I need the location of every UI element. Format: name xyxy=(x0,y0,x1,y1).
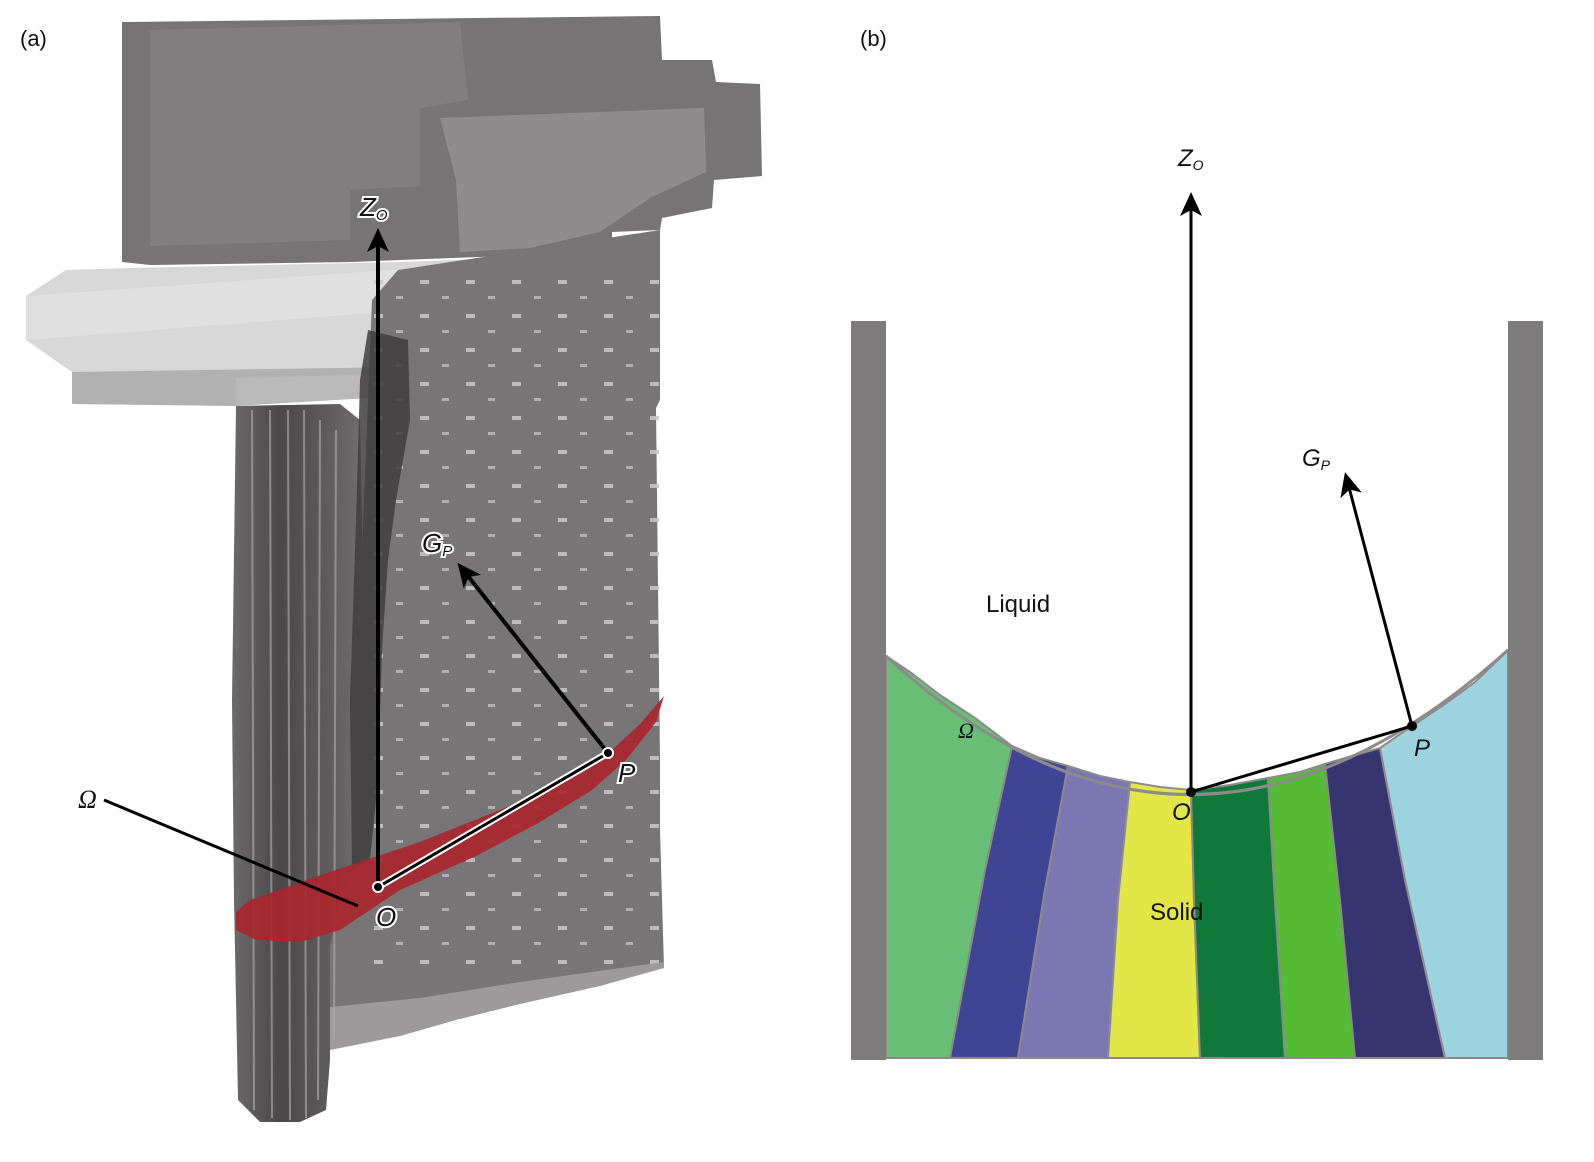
casting-3d-model xyxy=(26,16,762,1122)
a-gp-vector xyxy=(457,562,610,755)
casting-interface-surface xyxy=(236,696,664,942)
panel-a: (a) xyxy=(20,16,762,1122)
casting-shaft-stripes xyxy=(251,409,337,1121)
panel-a-annotations: ZO GP P O Ω xyxy=(78,190,638,934)
panel-b: (b) ZO GP P O Ω Liquid Solid xyxy=(851,26,1543,1060)
a-point-p xyxy=(602,747,614,759)
a-omega-label: Ω xyxy=(78,785,97,814)
b-omega-label: Ω xyxy=(958,718,974,743)
a-op-line-core xyxy=(377,751,609,889)
b-zo-label: ZO xyxy=(1177,145,1204,173)
panel-a-tag: (a) xyxy=(20,26,47,51)
casting-lower-skirt xyxy=(320,962,664,1050)
grain-structure xyxy=(885,647,1509,1059)
a-o-label: O xyxy=(376,902,396,932)
a-gp-label: GP xyxy=(422,528,452,560)
a-p-label: P xyxy=(618,758,636,788)
b-p-label: P xyxy=(1414,735,1430,762)
a-point-o xyxy=(372,881,384,893)
casting-top-block-shade xyxy=(150,22,468,246)
b-o-label: O xyxy=(1172,799,1191,826)
b-solid-label: Solid xyxy=(1150,899,1203,926)
b-gp-label: GP xyxy=(1302,445,1331,473)
b-point-o xyxy=(1186,787,1196,797)
mold-wall-left xyxy=(851,321,886,1060)
panel-b-tag: (b) xyxy=(860,26,887,51)
a-zo-label: ZO xyxy=(359,192,388,224)
casting-top-inner-face xyxy=(440,108,706,252)
b-op-line xyxy=(1190,724,1413,794)
panel-b-annotations: ZO GP P O Ω Liquid Solid xyxy=(958,145,1430,926)
a-omega-leader xyxy=(103,798,359,908)
casting-shaft xyxy=(232,404,368,1122)
b-point-p xyxy=(1407,721,1417,731)
b-gp-vector xyxy=(1340,472,1414,727)
b-liquid-label: Liquid xyxy=(986,591,1050,618)
mold-wall-right xyxy=(1508,321,1543,1060)
